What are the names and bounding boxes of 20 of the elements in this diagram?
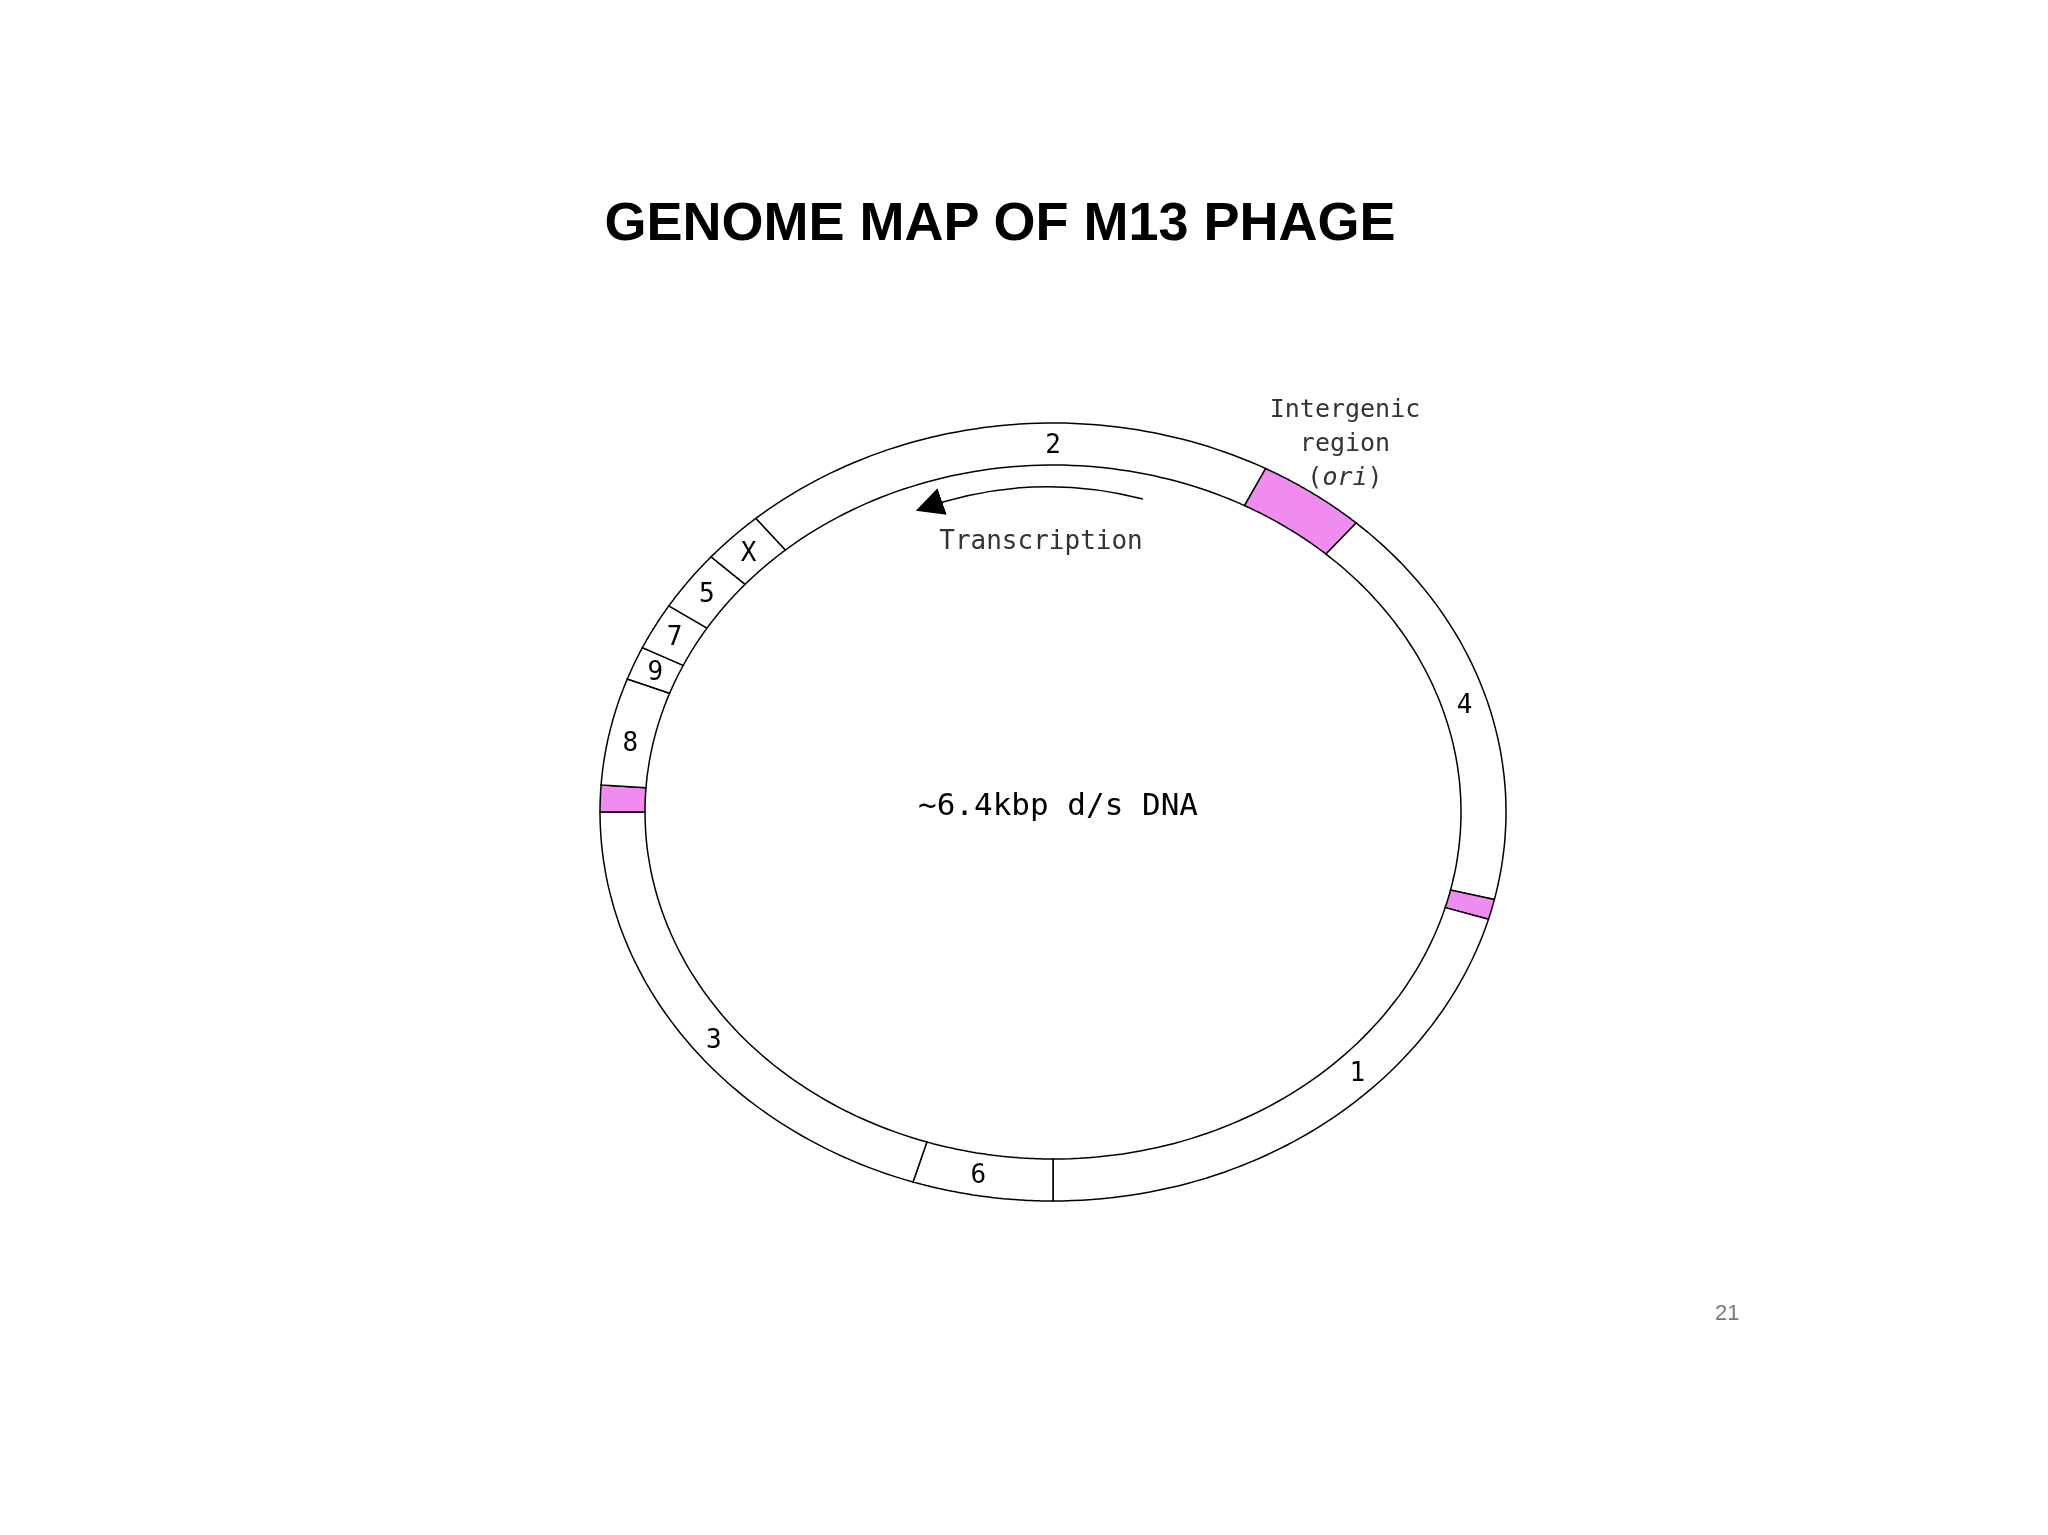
gene-label: X [740, 536, 757, 567]
gene-segment [600, 678, 671, 789]
gene-label: 8 [622, 726, 639, 757]
gene-label: 2 [1045, 429, 1061, 459]
ring-band [1444, 889, 1496, 921]
gene-label: 5 [699, 578, 715, 609]
gene-label: 7 [666, 621, 683, 652]
transcription-label: Transcription [939, 525, 1143, 555]
gene-segment [912, 1141, 1054, 1202]
gene-label: 4 [1456, 689, 1473, 720]
title: GENOME MAP OF M13 PHAGE [603, 190, 1397, 252]
genome-size-label: ~6.4kbp d/s DNA [918, 786, 1198, 822]
page-number: 21 [1715, 1300, 1740, 1326]
gene-segment [1052, 906, 1490, 1202]
gene-label: 3 [705, 1023, 722, 1054]
gene-segment [1324, 521, 1507, 901]
gene-label: 9 [647, 656, 664, 687]
gene-label: 1 [1349, 1057, 1366, 1088]
region-label: Intergenic region (ori) [1268, 393, 1422, 493]
gene-label: 6 [970, 1159, 987, 1190]
